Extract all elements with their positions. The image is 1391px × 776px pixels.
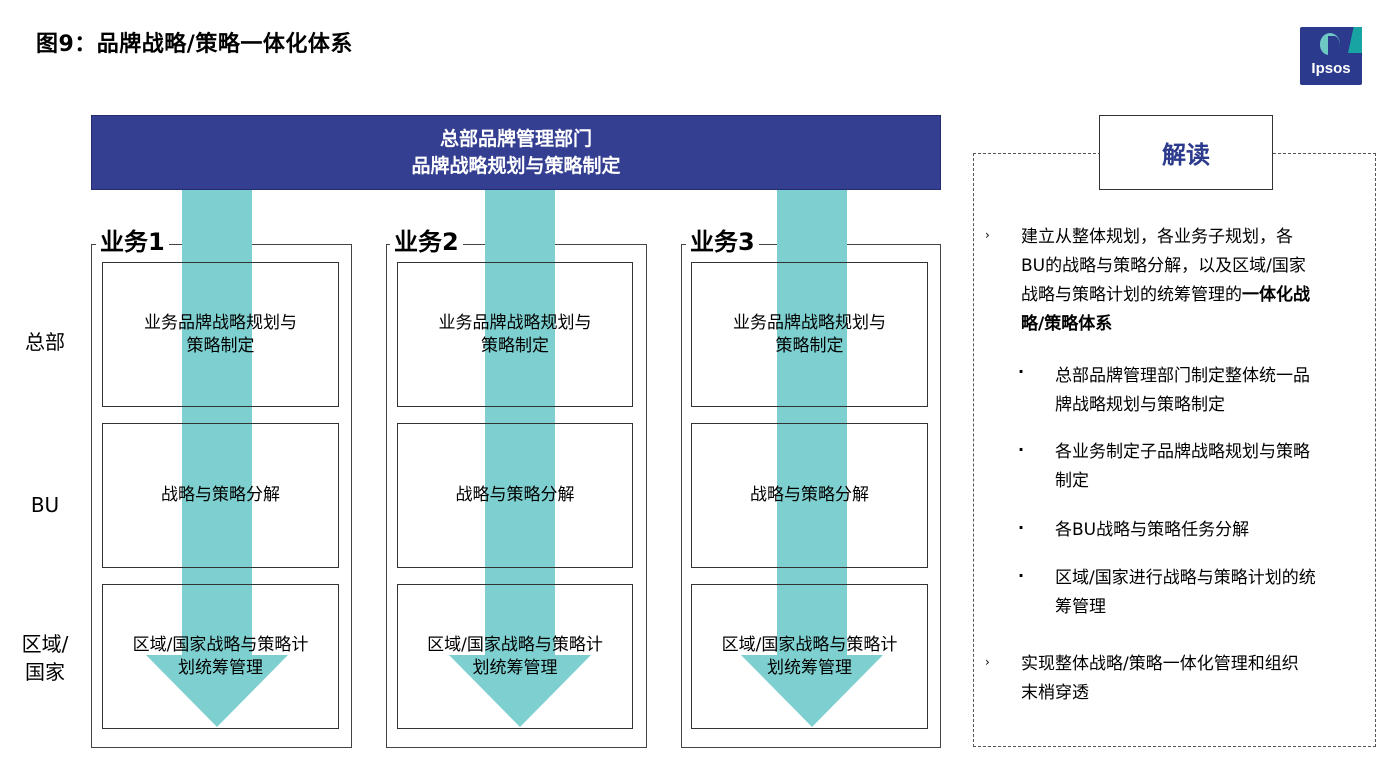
sub-point-4: 区域/国家进行战略与策略计划的统 筹管理 [1055,568,1316,617]
ipsos-logo: Ipsos [1300,27,1362,85]
page-title: 图9：品牌战略/策略一体化体系 [36,32,353,57]
b1-hq-cell: 业务品牌战略规划与 策略制定 [102,262,339,407]
b3-bu-cell: 战略与策略分解 [691,423,928,568]
b1-region-cell: 区域/国家战略与策略计 划统筹管理 [102,584,339,729]
b1-region-text: 区域/国家战略与策略计 划统筹管理 [132,634,309,678]
point-2-text: 实现整体战略/策略一体化管理和组织 末梢穿透 [1021,654,1299,703]
b2-region-cell: 区域/国家战略与策略计 划统筹管理 [397,584,633,729]
sub-point-2: 各业务制定子品牌战略规划与策略 制定 [1055,442,1310,491]
sub-3-dot-icon: · [1018,518,1025,537]
b3-bu-text: 战略与策略分解 [750,485,869,505]
b3-hq-cell: 业务品牌战略规划与 策略制定 [691,262,928,407]
b2-region-text: 区域/国家战略与策略计 划统筹管理 [427,634,603,678]
b3-region-cell: 区域/国家战略与策略计 划统筹管理 [691,584,928,729]
b1-bu-text: 战略与策略分解 [161,485,280,505]
reading-heading: 解读 [1099,115,1273,190]
logo-head-shadow [1328,36,1340,55]
b2-bu-text: 战略与策略分解 [455,485,575,505]
hq-line-1: 总部品牌管理部门 [439,127,592,150]
logo-text: Ipsos [1311,60,1351,77]
point-2-bullet-icon: › [985,655,990,669]
point-1-bullet-icon: › [985,228,990,242]
b3-hq-text: 业务品牌战略规划与 策略制定 [733,312,886,356]
hq-line-2: 品牌战略规划与策略制定 [411,154,621,177]
row-label-hq: 总部 [25,330,65,354]
row-label-bu: BU [30,493,60,517]
b3-region-text: 区域/国家战略与策略计 划统筹管理 [721,634,898,678]
sub-2-dot-icon: · [1018,440,1025,459]
sub-point-1: 总部品牌管理部门制定整体统一品 牌战略规划与策略制定 [1055,366,1310,415]
business-2-label: 业务2 [390,228,463,256]
b2-hq-text: 业务品牌战略规划与 策略制定 [438,312,592,356]
business-1-label: 业务1 [96,228,169,256]
sub-4-dot-icon: · [1018,566,1025,585]
b1-bu-cell: 战略与策略分解 [102,423,339,568]
sub-1-dot-icon: · [1018,362,1025,381]
point-1-prefix: 建立从整体规划，各业务子规划，各 BU的战略与策略分解，以及区域/国家 战略与策… [1021,227,1306,305]
point-1-bold: 一体化战 略/策略体系 [1021,285,1310,334]
point-1-text: 建立从整体规划，各业务子规划，各 BU的战略与策略分解，以及区域/国家 战略与策… [1021,223,1366,339]
b2-hq-cell: 业务品牌战略规划与 策略制定 [397,262,633,407]
b2-bu-cell: 战略与策略分解 [397,423,633,568]
arrow-business-1 [146,190,288,727]
business-3-label: 业务3 [686,228,759,256]
arrow-business-2 [449,190,591,727]
sub-point-3: 各BU战略与策略任务分解 [1055,520,1250,540]
b1-hq-text: 业务品牌战略规划与 策略制定 [144,312,297,356]
arrow-business-3 [741,190,883,727]
hq-brand-department-bar: 总部品牌管理部门 品牌战略规划与策略制定 [91,115,941,190]
row-label-region: 区域/ 国家 [21,632,69,684]
